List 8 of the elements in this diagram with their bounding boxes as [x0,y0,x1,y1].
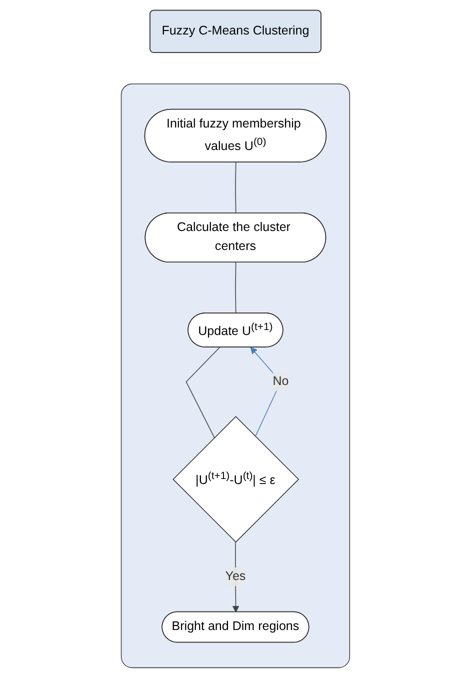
node-diamond: |U$^{(t+1)}$-U$^{(t)}$| ≤ ε [172,416,299,542]
cluster [120,82,350,668]
arrow [232,541,239,612]
edge-label: Yes [224,569,246,583]
connector [234,161,236,214]
connector [234,262,236,314]
connector [185,346,220,438]
edge-label: No [272,374,288,388]
